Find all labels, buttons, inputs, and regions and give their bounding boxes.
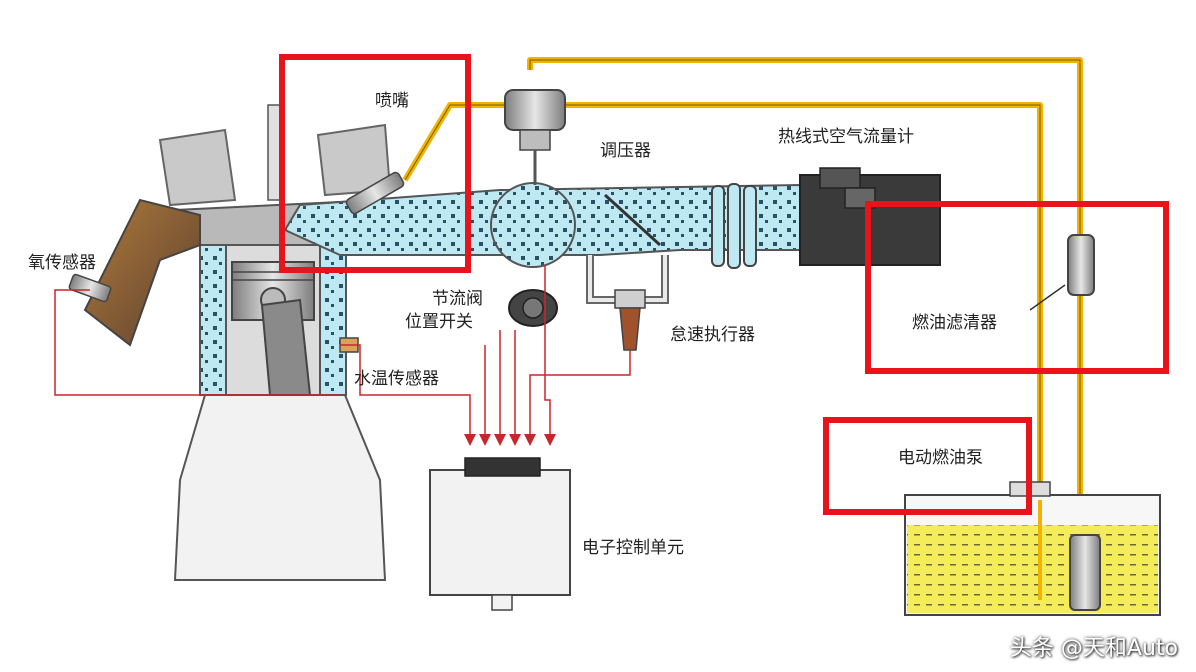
label-injector: 喷嘴 bbox=[375, 91, 409, 111]
exhaust-manifold bbox=[83, 198, 201, 347]
watermark: 头条 @天和Auto bbox=[1009, 636, 1178, 661]
fuel-injector-device bbox=[345, 171, 405, 215]
fuel-tank bbox=[904, 481, 1161, 616]
oxygen-sensor-device bbox=[68, 273, 112, 303]
highlight-fuel-filter bbox=[865, 201, 1169, 374]
intake-plenum bbox=[490, 182, 576, 268]
label-throttle-position-switch-2: 位置开关 bbox=[405, 312, 473, 332]
ecu-device bbox=[429, 457, 571, 611]
label-throttle-position-switch-1: 节流阀 bbox=[432, 289, 483, 309]
label-water-temp-sensor: 水温传感器 bbox=[354, 369, 439, 389]
label-oxygen-sensor: 氧传感器 bbox=[28, 253, 96, 273]
label-pressure-regulator: 调压器 bbox=[600, 141, 651, 161]
label-air-flow-meter: 热线式空气流量计 bbox=[778, 127, 914, 147]
highlight-injector bbox=[279, 54, 471, 273]
signal-wires bbox=[54, 265, 631, 446]
intake-system bbox=[283, 167, 941, 351]
pressure-regulator-device bbox=[504, 89, 566, 185]
throttle-position-switch-device bbox=[508, 289, 558, 327]
label-electric-fuel-pump: 电动燃油泵 bbox=[898, 448, 983, 468]
idle-actuator-device bbox=[614, 289, 646, 351]
label-fuel-filter: 燃油滤清器 bbox=[912, 313, 997, 333]
electric-fuel-pump-device bbox=[1038, 500, 1101, 611]
crankcase bbox=[173, 394, 387, 581]
intake-bellows bbox=[711, 183, 757, 269]
spark-plug bbox=[267, 104, 281, 201]
label-ecu: 电子控制单元 bbox=[582, 538, 684, 558]
label-idle-actuator: 怠速执行器 bbox=[670, 325, 755, 345]
cylinder-wall-left bbox=[199, 244, 227, 396]
throttle-plate bbox=[603, 193, 662, 247]
engine bbox=[68, 104, 392, 581]
highlight-fuel-pump bbox=[823, 417, 1032, 515]
fuel-filter-device bbox=[1029, 234, 1095, 311]
highlight-boxes bbox=[279, 54, 1169, 515]
